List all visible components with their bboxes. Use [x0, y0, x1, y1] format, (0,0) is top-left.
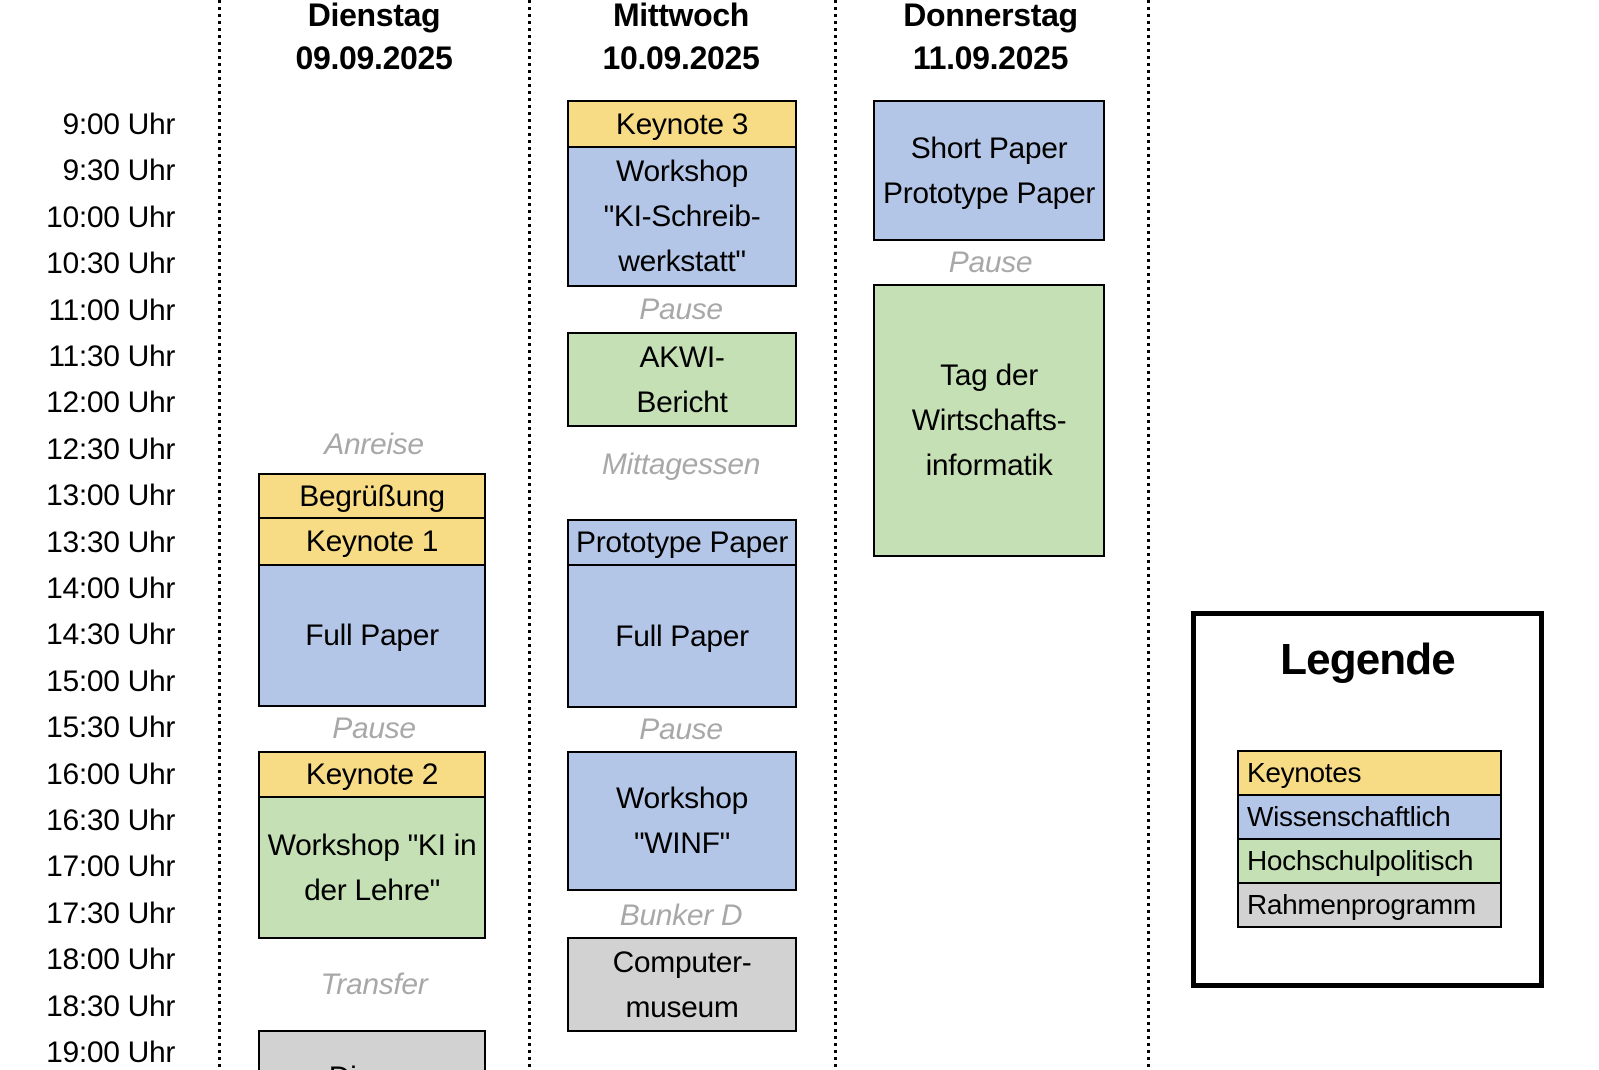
event-computermuseum: Computer- museum: [567, 937, 797, 1032]
time-label: 12:30 Uhr: [46, 432, 175, 466]
legend-item-keynote: Keynotes: [1237, 750, 1502, 796]
time-label: 14:00 Uhr: [46, 572, 175, 605]
time-label: 16:00 Uhr: [46, 757, 175, 791]
day-date: 11.09.2025: [912, 40, 1069, 76]
event-workshop-winf: Workshop "WINF": [567, 751, 797, 891]
day-name: Donnerstag: [903, 0, 1078, 33]
time-label: 14:30 Uhr: [46, 618, 175, 652]
event-workshop-ki-schreibwerkstatt: Workshop "KI-Schreib- werkstatt": [567, 146, 797, 287]
note-pause-mi-1: Pause: [639, 293, 723, 326]
column-divider-3: [834, 0, 837, 1070]
time-label: 9:30 Uhr: [62, 154, 175, 188]
time-label: 10:00 Uhr: [46, 200, 175, 234]
legend-item-politics: Hochschulpolitisch: [1237, 838, 1502, 884]
event-workshop-ki-lehre: Workshop "KI in der Lehre": [258, 796, 486, 939]
time-label: 17:00 Uhr: [46, 850, 175, 884]
time-label: 18:00 Uhr: [46, 943, 175, 977]
event-begruessung: Begrüßung: [258, 473, 486, 519]
column-divider-4: [1147, 0, 1150, 1070]
time-label: 10:30 Uhr: [46, 247, 175, 281]
note-bunker-d: Bunker D: [619, 899, 743, 932]
legend-item-program: Rahmenprogramm: [1237, 882, 1502, 928]
time-label: 12:00 Uhr: [46, 386, 175, 420]
note-mittagessen: Mittagessen: [601, 448, 761, 481]
event-short-prototype-paper: Short Paper Prototype Paper: [873, 100, 1105, 241]
note-pause-di: Pause: [332, 712, 416, 745]
day-header-mittwoch: Mittwoch 10.09.2025: [528, 0, 834, 80]
time-label: 16:30 Uhr: [46, 804, 175, 837]
note-pause-mi-2: Pause: [639, 713, 723, 746]
event-prototype-paper: Prototype Paper: [567, 519, 797, 566]
time-label: 18:30 Uhr: [46, 989, 175, 1023]
time-label: 13:30 Uhr: [46, 525, 175, 559]
time-label: 15:00 Uhr: [46, 664, 175, 698]
day-name: Mittwoch: [612, 0, 750, 33]
note-pause-do: Pause: [948, 246, 1033, 279]
column-divider-2: [528, 0, 531, 1070]
event-full-paper-mi: Full Paper: [567, 564, 797, 708]
time-label: 11:00 Uhr: [48, 293, 175, 327]
legend-item-science: Wissenschaftlich: [1237, 794, 1502, 840]
day-header-donnerstag: Donnerstag 11.09.2025: [834, 0, 1147, 80]
event-tag-der-wirtschaftsinformatik: Tag der Wirtschafts- informatik: [873, 284, 1105, 557]
day-date: 09.09.2025: [295, 40, 453, 76]
time-label: 11:30 Uhr: [48, 340, 175, 373]
note-anreise: Anreise: [324, 428, 424, 461]
legend-title: Legende: [1280, 635, 1456, 684]
event-keynote-3: Keynote 3: [567, 100, 797, 148]
time-label: 9:00 Uhr: [62, 108, 175, 141]
event-dinner: Dinner: [258, 1030, 486, 1070]
event-keynote-1: Keynote 1: [258, 517, 486, 566]
event-keynote-2: Keynote 2: [258, 751, 486, 798]
time-gutter: 9:00 Uhr 9:30 Uhr 10:00 Uhr 10:30 Uhr 11:00 …: [0, 0, 175, 1070]
column-divider-1: [218, 0, 221, 1070]
event-full-paper-di: Full Paper: [258, 564, 486, 707]
day-date: 10.09.2025: [602, 40, 760, 76]
day-header-dienstag: Dienstag 09.09.2025: [220, 0, 528, 80]
time-label: 19:00 Uhr: [46, 1036, 175, 1069]
time-label: 17:30 Uhr: [46, 896, 175, 930]
time-label: 15:30 Uhr: [46, 711, 175, 745]
note-transfer: Transfer: [320, 968, 428, 1001]
time-label: 13:00 Uhr: [46, 479, 175, 513]
day-name: Dienstag: [307, 0, 441, 33]
event-akwi-bericht: AKWI- Bericht: [567, 332, 797, 427]
